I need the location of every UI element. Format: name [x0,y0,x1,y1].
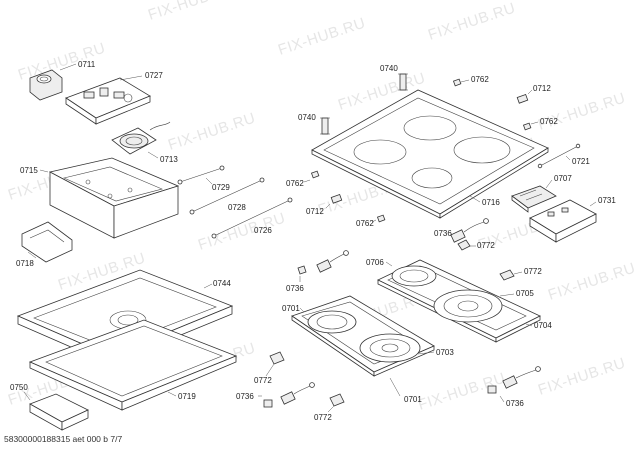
part-0713-cooling-fan [111,121,171,155]
label-0727: 0727 [145,71,163,80]
label-0736-a: 0736 [434,229,452,238]
label-0736-c: 0736 [236,392,254,401]
watermark-text: FIX-HUB.RU [276,15,368,59]
label-0707: 0707 [554,174,572,183]
label-0701-b: 0701 [404,395,422,404]
watermark-text: FIX-HUB.RU [146,0,238,24]
label-0712-b: 0712 [306,207,324,216]
label-0715: 0715 [20,166,38,175]
part-0762-clip-c [310,170,320,179]
part-0762-clip-d [376,214,386,223]
part-0721-rod [537,143,581,169]
label-0736-d: 0736 [506,399,524,408]
label-0772-a: 0772 [477,241,495,250]
part-0718-air-duct-cover [21,221,73,263]
label-0713: 0713 [160,155,178,164]
label-0740-left: 0740 [298,113,316,122]
part-0705-coil-large [433,289,503,323]
part-0731-control-unit [529,199,597,243]
part-0736-cable-d [487,366,541,394]
part-0701-coil-carrier [291,295,435,377]
part-0762-clip-a [452,78,462,87]
label-0762-a: 0762 [471,75,489,84]
part-0762-clip-b [522,122,532,131]
part-0736-cable-a [450,218,489,243]
part-0772-connector-c [269,351,285,365]
label-0719: 0719 [178,392,196,401]
part-0716-glass-ceramic-top [311,89,549,219]
part-0727-circuit-board [65,77,151,125]
label-0706: 0706 [366,258,384,267]
part-0772-connector-b [499,269,515,281]
part-0772-connector-d [329,393,345,407]
part-0736-cable-b [297,250,349,275]
part-0707-module [511,185,557,213]
part-0706-coil-small [391,265,437,287]
part-0772-connector-a [457,239,471,251]
part-0715-housing-tray [48,157,180,239]
watermark-text: FIX-HUB.RU [426,0,518,44]
label-0744: 0744 [213,279,231,288]
watermark-text: FIX-HUB.RU [536,355,628,399]
label-0701-a: 0701 [282,304,300,313]
label-0705: 0705 [516,289,534,298]
label-0750: 0750 [10,383,28,392]
label-0703: 0703 [436,348,454,357]
label-0729: 0729 [212,183,230,192]
label-0762-c: 0762 [286,179,304,188]
watermark-text: FIX-HUB.RU [536,90,628,134]
part-0740-holder-left [320,117,330,135]
part-0726-rod [211,197,293,239]
label-0718: 0718 [16,259,34,268]
part-0719-base-frame [28,319,238,411]
label-0712-a: 0712 [533,84,551,93]
label-0711: 0711 [78,60,96,69]
label-0772-d: 0772 [314,413,332,422]
watermark-text: FIX-HUB.RU [546,260,636,304]
document-footer: 58300000188315 aet 000 b 7/7 [4,434,123,444]
label-0740-top: 0740 [380,64,398,73]
label-0721: 0721 [572,157,590,166]
label-0704: 0704 [534,321,552,330]
label-0772-c: 0772 [254,376,272,385]
label-0728: 0728 [228,203,246,212]
label-0772-b: 0772 [524,267,542,276]
watermark-text: FIX-HUB.RU [196,210,288,254]
part-0711-terminal-block [29,69,63,101]
part-0740-holder-top [398,73,408,91]
part-0736-cable-c [263,382,315,408]
label-0716: 0716 [482,198,500,207]
part-0712-sensor-a [516,93,529,104]
watermark-text: FIX-HUB.RU [166,110,258,154]
label-0736-b: 0736 [286,284,304,293]
label-0762-d: 0762 [356,219,374,228]
part-0712-sensor-b [330,193,343,204]
part-0728-rod [189,177,265,215]
label-0726: 0726 [254,226,272,235]
part-0729-rod [177,165,225,185]
part-0750-bracket [29,393,89,431]
label-0762-b: 0762 [540,117,558,126]
label-0731: 0731 [598,196,616,205]
